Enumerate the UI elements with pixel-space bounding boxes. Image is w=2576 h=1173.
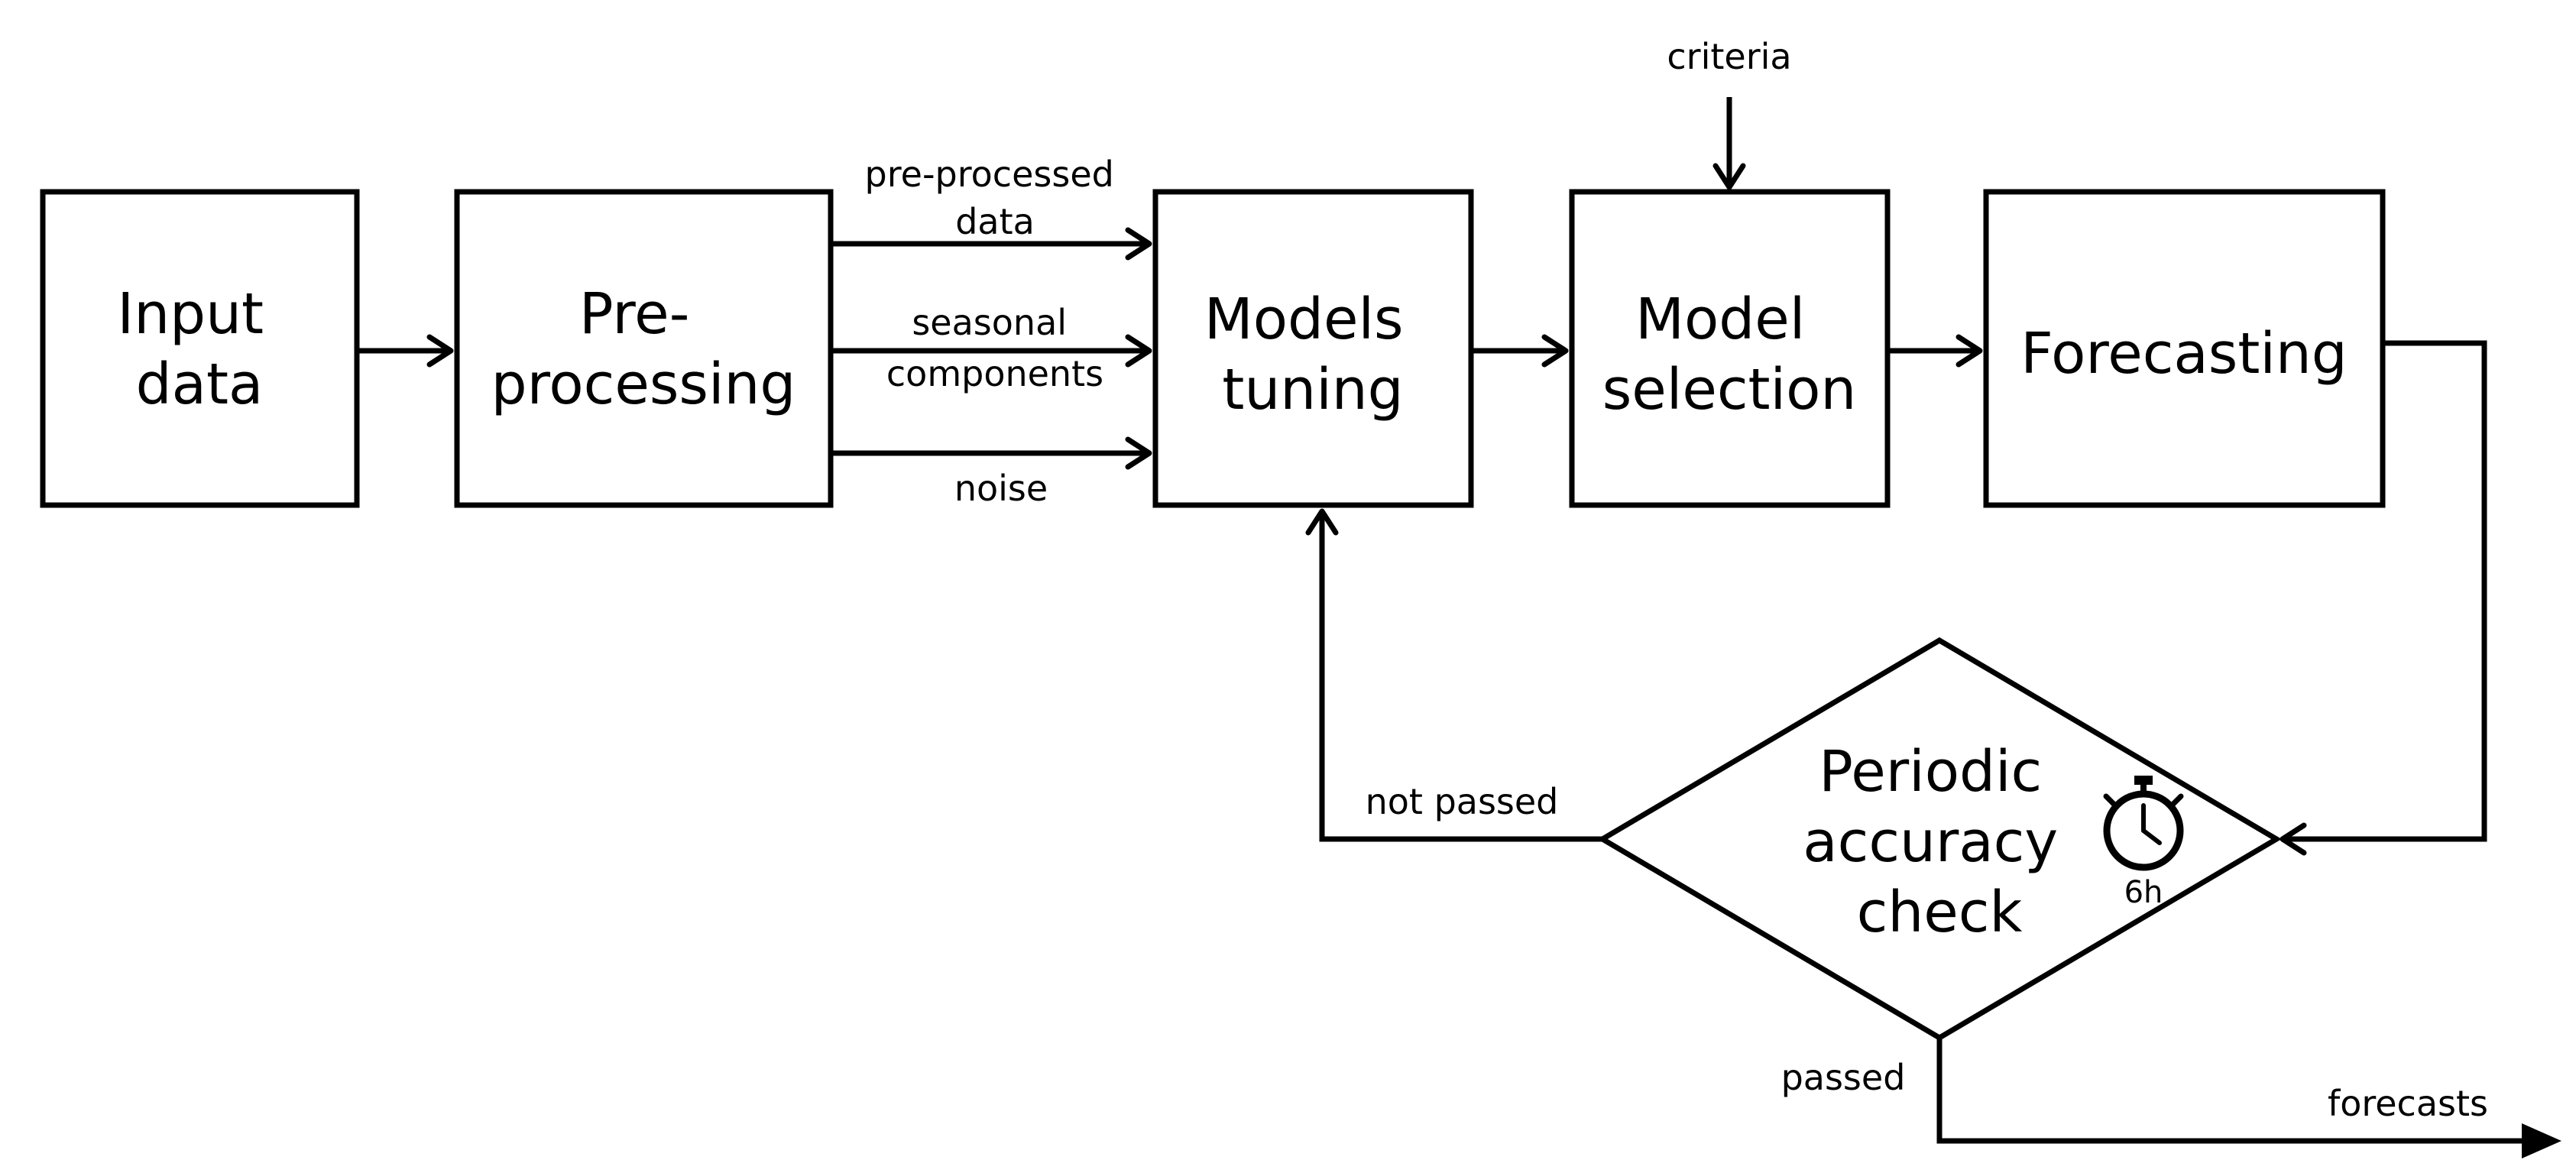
model-selection-label: Model selection bbox=[1602, 287, 1857, 423]
arrowhead bbox=[1541, 334, 1569, 368]
forecasts-label: forecasts bbox=[2328, 1083, 2488, 1124]
noise-label: noise bbox=[954, 468, 1048, 509]
not-passed-label: not passed bbox=[1366, 781, 1559, 822]
passed-label: passed bbox=[1781, 1057, 1906, 1098]
arrowhead bbox=[1305, 508, 1339, 536]
arrow-not-passed bbox=[1319, 513, 1602, 842]
arrow-passed bbox=[1936, 1038, 2551, 1144]
model-selection-box bbox=[1569, 189, 1891, 508]
models-tuning-label: Models tuning bbox=[1204, 287, 1421, 423]
arrowhead bbox=[1955, 334, 1983, 368]
arrowhead bbox=[1712, 163, 1746, 190]
accuracy-check-label: Periodic accuracy check bbox=[1803, 739, 2075, 945]
arrowhead bbox=[1125, 334, 1152, 368]
models-tuning-box bbox=[1152, 189, 1474, 508]
forecasts-arrowhead bbox=[2522, 1123, 2561, 1158]
timer-label: 6h bbox=[2124, 875, 2163, 910]
input-data-label: Input data bbox=[117, 281, 281, 417]
criteria-label: criteria bbox=[1667, 36, 1791, 77]
stopwatch-icon bbox=[2103, 776, 2184, 871]
arrowhead bbox=[2280, 822, 2307, 856]
arrow-forecasting-to-check bbox=[2284, 340, 2487, 842]
forecasting-box bbox=[1983, 189, 2386, 508]
input-data-box bbox=[40, 189, 360, 508]
arrowhead bbox=[1125, 227, 1152, 261]
arrowhead bbox=[1125, 436, 1152, 470]
forecasting-label: Forecasting bbox=[2020, 321, 2348, 387]
pre-processing-label: Pre- processing bbox=[491, 281, 796, 417]
seasonal-components-label: seasonal components bbox=[886, 302, 1103, 394]
pre-processed-data-label: pre-processed data bbox=[865, 154, 1126, 242]
arrowhead bbox=[426, 334, 454, 368]
pre-processing-box bbox=[454, 189, 834, 508]
